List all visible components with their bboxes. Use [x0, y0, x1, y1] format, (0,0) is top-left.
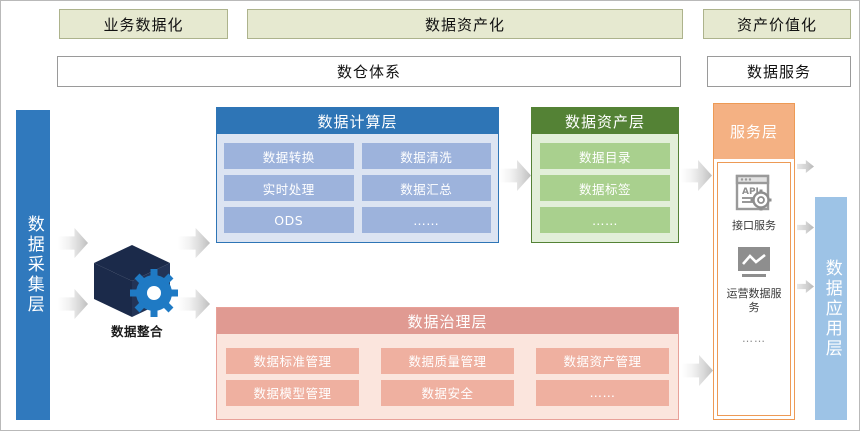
governance-chip-data-asset-management[interactable]: 数据资产管理 [536, 347, 669, 374]
compute-row-2: 实时处理 数据汇总 [224, 175, 491, 201]
service-more-dots: …… [742, 332, 766, 346]
governance-chip-more[interactable]: …… [536, 379, 669, 406]
governance-chip-data-quality-management[interactable]: 数据质量管理 [381, 347, 514, 374]
asset-chip-data-tags[interactable]: 数据标签 [540, 175, 670, 201]
compute-chip-data-aggregation[interactable]: 数据汇总 [361, 175, 491, 201]
arrow-service-to-application-2 [797, 221, 814, 234]
service-label-operations-data: 运营数据服务 [726, 286, 782, 314]
panel-title-governance: 数据治理层 [217, 308, 678, 334]
compute-row-1: 数据转换 数据清洗 [224, 143, 491, 169]
panel-body-compute: 数据转换 数据清洗 实时处理 数据汇总 ODS …… [217, 134, 498, 242]
governance-row-2: 数据模型管理 数据安全 …… [226, 379, 669, 406]
compute-chip-more[interactable]: …… [361, 207, 491, 233]
top-header-asset-valuation: 资产价值化 [703, 9, 851, 39]
panel-service-layer: 服务层 API [713, 103, 795, 420]
row2-box-data-service: 数据服务 [707, 56, 851, 87]
governance-chip-data-security[interactable]: 数据安全 [381, 379, 514, 406]
top-header-business-digitization: 业务数据化 [59, 9, 228, 39]
compute-chip-realtime-processing[interactable]: 实时处理 [224, 175, 354, 201]
panel-body-governance: 数据标准管理 数据质量管理 数据资产管理 数据模型管理 数据安全 …… [217, 334, 678, 419]
arrow-service-to-application-1 [797, 160, 814, 173]
right-bar-label: 数据应用层 [821, 258, 842, 359]
service-item-operations-data[interactable]: 运营数据服务 [724, 245, 784, 315]
panel-data-compute-layer: 数据计算层 数据转换 数据清洗 实时处理 数据汇总 ODS …… [216, 107, 499, 243]
data-integration-group: 数据整合 [88, 243, 186, 343]
monitor-chart-icon [738, 246, 770, 277]
compute-chip-data-cleaning[interactable]: 数据清洗 [361, 143, 491, 169]
panel-title-service: 服务层 [714, 104, 794, 159]
asset-chip-more[interactable]: …… [540, 207, 670, 233]
governance-row-1: 数据标准管理 数据质量管理 数据资产管理 [226, 347, 669, 374]
service-label-api: 接口服务 [732, 219, 776, 232]
row2-box-warehouse-system: 数仓体系 [57, 56, 681, 87]
svg-text:API: API [742, 187, 759, 197]
top-header-data-assetization: 数据资产化 [247, 9, 683, 39]
data-integration-label: 数据整合 [110, 324, 163, 339]
panel-data-governance-layer: 数据治理层 数据标准管理 数据质量管理 数据资产管理 数据模型管理 数据安全 …… [216, 307, 679, 420]
cube-gear-icon [94, 245, 178, 317]
arrow-collection-to-integration-lower [58, 289, 88, 319]
panel-title-asset: 数据资产层 [532, 108, 678, 134]
api-window-gear-icon: API [735, 174, 772, 211]
arrow-service-to-application-3 [797, 280, 814, 293]
left-bar-label: 数据采集层 [23, 215, 44, 315]
panel-body-service: API 接口服务 [717, 162, 791, 416]
panel-body-asset: 数据目录 数据标签 …… [532, 134, 678, 242]
service-item-api[interactable]: API 接口服务 [732, 173, 776, 233]
arrow-collection-to-integration-upper [58, 228, 88, 258]
right-bar-data-application-layer: 数据应用层 [815, 197, 847, 420]
arrow-governance-to-service [682, 355, 713, 386]
panel-title-compute: 数据计算层 [217, 108, 498, 134]
compute-chip-ods[interactable]: ODS [224, 207, 354, 233]
arrow-asset-to-service [681, 160, 712, 191]
compute-chip-data-transform[interactable]: 数据转换 [224, 143, 354, 169]
governance-chip-data-model-management[interactable]: 数据模型管理 [226, 379, 359, 406]
panel-data-asset-layer: 数据资产层 数据目录 数据标签 …… [531, 107, 679, 243]
asset-chip-data-catalog[interactable]: 数据目录 [540, 143, 670, 169]
arrow-compute-to-asset [500, 160, 531, 191]
governance-chip-data-standard-management[interactable]: 数据标准管理 [226, 347, 359, 374]
compute-row-3: ODS …… [224, 207, 491, 233]
left-bar-data-collection-layer: 数据采集层 [16, 110, 50, 420]
